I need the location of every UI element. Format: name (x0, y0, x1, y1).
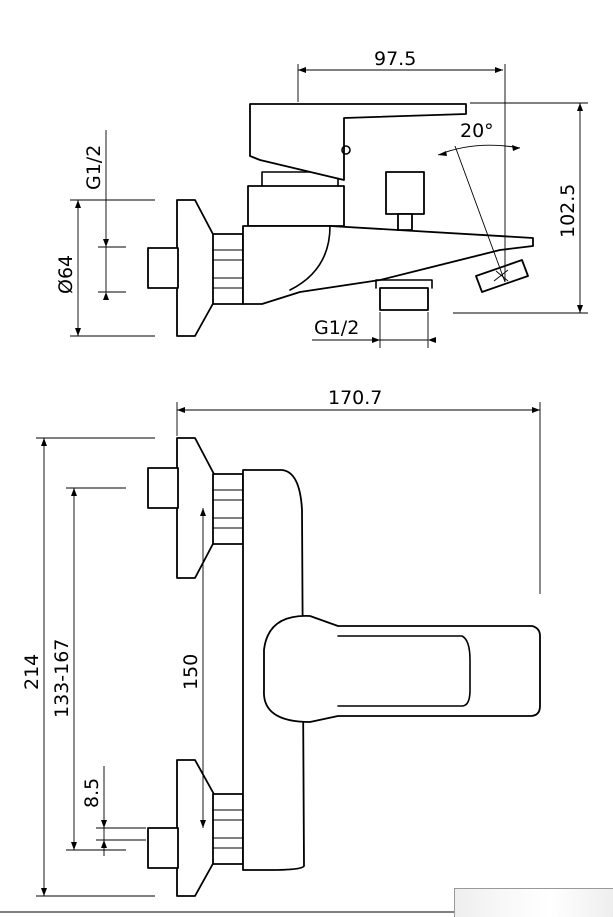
dim-offset-label: 8.5 (81, 778, 103, 808)
upper-hex-nut (212, 473, 244, 545)
dim-inlet-thread: G1/2 (83, 130, 126, 300)
dim-outlet-thread-label: G1/2 (314, 317, 359, 339)
dim-height: 102.5 (453, 102, 588, 314)
dim-flange-diameter-label: Ø64 (55, 255, 77, 294)
dim-outlet-thread: G1/2 (312, 312, 436, 348)
dim-flange-diameter: Ø64 (55, 199, 155, 337)
dim-center-distance-range-label: 133-167 (51, 639, 73, 718)
bottom-outlet (379, 287, 429, 311)
lower-inlet-stub (147, 827, 179, 869)
dim-total-height-label: 214 (21, 654, 43, 690)
lever-handle (249, 103, 467, 181)
corner-title-block (454, 888, 613, 917)
dim-angle-label: 20° (460, 120, 494, 142)
front-lever-handle (263, 615, 541, 723)
upper-inlet-stub (147, 467, 179, 509)
dim-center-distance-range: 133-167 (51, 487, 126, 851)
dim-height-label: 102.5 (557, 184, 579, 238)
dim-length: 97.5 (297, 48, 506, 282)
dim-angle: 20° (437, 120, 521, 283)
dim-width: 170.7 (176, 387, 541, 594)
dim-width-label: 170.7 (328, 387, 382, 409)
diverter-knob (385, 171, 425, 215)
hex-nut (212, 233, 244, 305)
wall-flange (176, 199, 216, 337)
dim-inlet-thread-label: G1/2 (83, 145, 105, 190)
dim-length-label: 97.5 (374, 48, 416, 70)
front-view: 170.7 214 133-167 150 (21, 387, 541, 897)
spout-body (242, 225, 534, 305)
side-view: 97.5 102.5 20° G1/2 (55, 48, 588, 348)
dim-total-height: 214 (21, 437, 155, 897)
lower-hex-nut (212, 793, 244, 865)
inlet-stub (147, 247, 179, 289)
lower-flange (176, 759, 216, 897)
dim-offset: 8.5 (81, 766, 146, 856)
dim-center-distance: 150 (180, 508, 206, 828)
upper-flange (176, 437, 216, 579)
dim-center-distance-label: 150 (180, 654, 202, 690)
collar (247, 185, 345, 227)
